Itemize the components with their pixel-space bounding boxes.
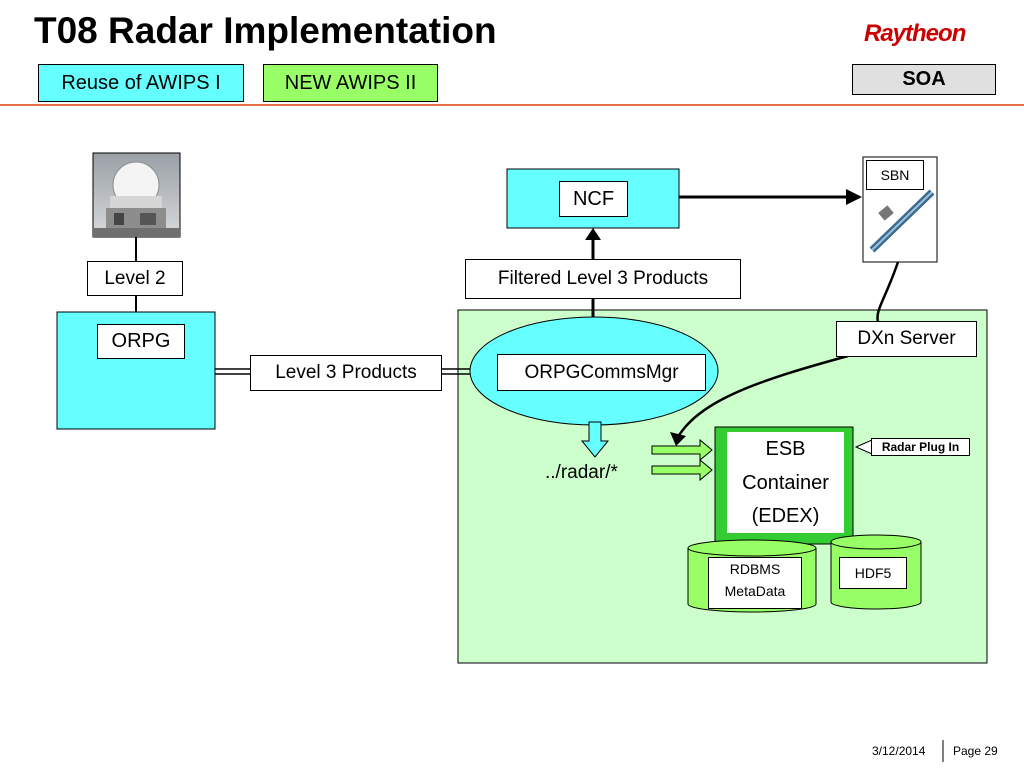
radar-dome-image — [92, 152, 181, 238]
esb-label-line2: Container — [742, 472, 829, 494]
esb-label-line3: (EDEX) — [751, 505, 820, 527]
legend-reuse-awips1: Reuse of AWIPS I — [38, 64, 244, 102]
ncf-label: NCF — [559, 181, 628, 217]
esb-container-inner — [727, 432, 844, 533]
dxn-server-label: DXn Server — [836, 321, 977, 357]
rdbms-label: RDBMS MetaData — [708, 557, 802, 609]
radar-path-label: ../radar/* — [545, 462, 618, 483]
legend-new-awips2: NEW AWIPS II — [263, 64, 438, 102]
footer-date: 3/12/2014 — [872, 744, 926, 758]
page-title: T08 Radar Implementation — [34, 10, 497, 51]
down-arrow-icon — [580, 421, 610, 458]
rdbms-label-line2: MetaData — [724, 583, 786, 599]
sbn-label: SBN — [866, 160, 924, 190]
esb-label-line1: ESB — [765, 438, 806, 460]
radar-plugin-label: Radar Plug In — [871, 438, 970, 456]
right-arrow-icon — [651, 458, 713, 482]
rdbms-label-line1: RDBMS — [729, 561, 781, 577]
right-arrow-icon — [651, 438, 713, 462]
footer-page: Page 29 — [953, 744, 998, 758]
orpg-label: ORPG — [97, 324, 185, 359]
header-rule — [0, 104, 1024, 106]
level3-products-label: Level 3 Products — [250, 355, 442, 391]
raytheon-logo: Raytheon — [864, 20, 966, 47]
orpgcommsmgr-label: ORPGCommsMgr — [497, 354, 706, 391]
hdf5-label: HDF5 — [839, 557, 907, 589]
level2-label: Level 2 — [87, 261, 183, 296]
filtered-level3-label: Filtered Level 3 Products — [465, 259, 741, 299]
soa-label: SOA — [852, 64, 996, 95]
